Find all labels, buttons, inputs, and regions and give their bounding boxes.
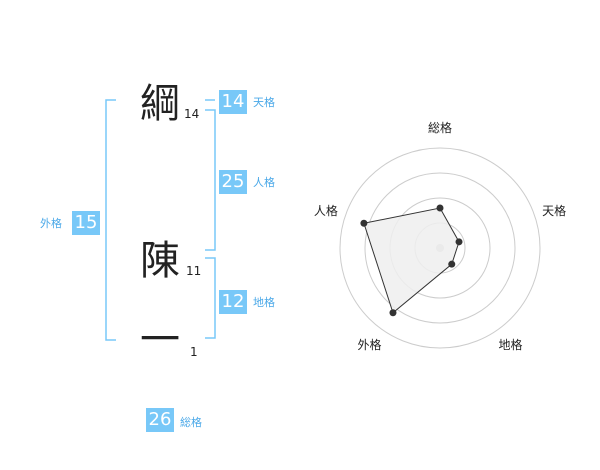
chikaku-value-badge: 12 xyxy=(219,290,247,314)
soukaku-label: 総格 xyxy=(180,416,202,429)
radar-point-4 xyxy=(389,309,397,317)
gaikaku-label: 外格 xyxy=(40,217,62,230)
radar-axis-label-1: 総格 xyxy=(428,120,452,135)
radar-point-2 xyxy=(455,238,463,246)
radar-axis-label-5: 人格 xyxy=(314,203,338,218)
soukaku-value-badge: 26 xyxy=(146,408,174,432)
radar-axis-label-3: 地格 xyxy=(499,337,523,352)
radar-series-polygon xyxy=(363,207,460,314)
chikaku-label: 地格 xyxy=(253,296,275,309)
stroke-count-2: 11 xyxy=(186,264,202,278)
name-char-2: 陳 xyxy=(140,238,180,284)
radar-ring-3 xyxy=(364,172,516,324)
jinkaku-bracket xyxy=(205,109,216,251)
jinkaku-value-badge: 25 xyxy=(219,170,247,194)
stroke-count-3: 1 xyxy=(190,345,198,359)
gaikaku-value-badge: 15 xyxy=(72,211,100,235)
radar-axis-label-2: 天格 xyxy=(542,203,566,218)
name-char-3: 一 xyxy=(140,317,180,363)
jinkaku-label: 人格 xyxy=(253,176,275,189)
stroke-count-1: 14 xyxy=(184,107,200,121)
radar-axis-label-4: 外格 xyxy=(357,337,381,352)
gaikaku-bracket xyxy=(105,99,116,341)
radar-ring-4 xyxy=(339,147,541,349)
chikaku-bracket xyxy=(205,257,216,339)
tenkaku-value-badge: 14 xyxy=(219,90,247,114)
radar-point-3 xyxy=(448,260,456,268)
radar-point-1 xyxy=(436,204,444,212)
name-char-1: 綱 xyxy=(140,81,180,127)
tenkaku-label: 天格 xyxy=(253,96,275,109)
radar-point-5 xyxy=(360,219,368,227)
